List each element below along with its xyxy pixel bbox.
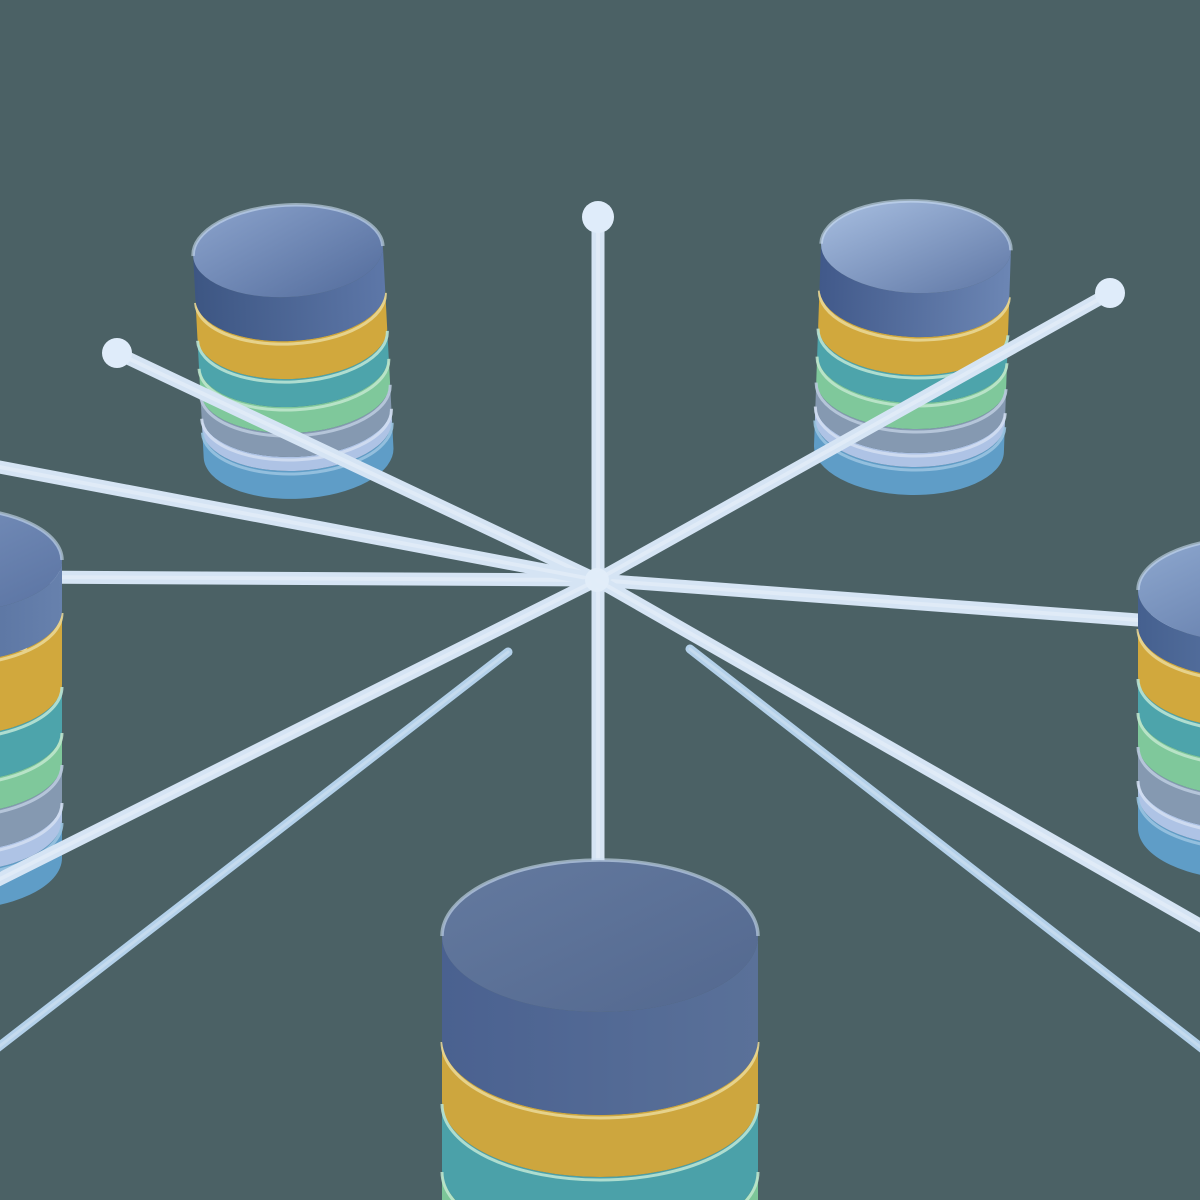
db-node-top-right-cap-top [821, 200, 1011, 294]
db-node-right-partial-seam-0 [1136, 628, 1200, 678]
db-node-top-right-seam-0 [817, 290, 1011, 342]
connection-endpoints [102, 201, 1125, 592]
connection-core-line-up-right [595, 291, 1112, 582]
db-node-left-partial-seam-3 [0, 764, 64, 814]
endpoint-upper-left [102, 338, 132, 368]
db-node-top-right-band-5 [814, 417, 1005, 495]
connections-front [0, 213, 1200, 1053]
db-node-top-left [191, 203, 394, 499]
db-node-top-left-seam-0 [194, 292, 387, 346]
db-node-bottom-center-cap-top [442, 860, 758, 1012]
db-node-bottom-center-band-0 [442, 1039, 758, 1177]
db-node-left-partial-seam-2 [0, 732, 64, 782]
db-node-right-partial-seam-2 [1136, 712, 1200, 762]
db-node-top-left-cap-rim [191, 203, 385, 257]
db-node-left-partial-cap-rim [0, 511, 64, 561]
db-node-bottom-center-cap-rim [440, 858, 760, 937]
db-node-top-left-seam-5 [200, 422, 394, 476]
db-node-right-partial [1136, 541, 1200, 875]
db-node-left-partial-band-1 [0, 684, 62, 777]
db-node-top-left-band-1 [197, 327, 389, 408]
db-node-top-right-cap-side [819, 243, 1011, 338]
endpoint-top [582, 201, 614, 233]
db-node-right-partial-seam-5 [1136, 796, 1200, 846]
connection-core-line-left-down [0, 465, 599, 582]
db-node-top-left-band-5 [202, 419, 394, 499]
db-node-top-right-seam-3 [814, 382, 1008, 434]
db-node-top-left-band-3 [200, 381, 392, 457]
connection-core-line-down-left [0, 578, 599, 882]
db-node-right-partial-cap-top [1138, 543, 1200, 637]
db-node-top-right-seam-4 [813, 406, 1007, 458]
db-node-left-partial-band-4 [0, 800, 62, 867]
connections-behind [8, 570, 1199, 892]
db-node-left-partial-seam-4 [0, 802, 64, 852]
db-node-top-right-band-2 [816, 353, 1008, 429]
db-node-right-partial-cap-rim [1136, 541, 1200, 591]
endpoint-upper-right [1095, 278, 1125, 308]
connection-core-stub-down-left [0, 650, 510, 1048]
db-node-top-right-band-0 [818, 287, 1010, 376]
db-node-top-right [813, 199, 1013, 495]
hub-point [585, 568, 609, 592]
db-node-left-partial-seam-5 [0, 822, 64, 872]
db-node-bottom-center [440, 858, 760, 1200]
db-node-right-partial-seam-1 [1136, 678, 1200, 728]
db-node-top-right-cap-rim [819, 199, 1013, 251]
db-node-bottom-center-cap-side [442, 936, 758, 1115]
db-node-top-left-cap-top [193, 204, 383, 298]
db-node-left-partial-seam-0 [0, 612, 64, 662]
db-node-right-partial-seam-4 [1136, 780, 1200, 830]
db-node-left-partial-band-3 [0, 762, 62, 847]
db-node-left-partial-cap-side [0, 560, 62, 657]
db-node-bottom-center-band-1 [442, 1101, 758, 1200]
connection-core-stub-down-right [688, 647, 1200, 1049]
db-node-right-partial-cap-side [1138, 590, 1200, 673]
db-node-right-partial-band-0 [1138, 626, 1200, 723]
db-node-right-partial-seam-3 [1136, 746, 1200, 796]
db-node-top-left-cap-side [193, 246, 386, 342]
db-node-left-partial-seam-1 [0, 686, 64, 736]
db-node-top-left-seam-4 [200, 408, 393, 462]
db-node-bottom-center-seam-1 [440, 1103, 760, 1182]
db-node-left-partial [0, 511, 64, 905]
db-node-bottom-center-seam-0 [440, 1041, 760, 1120]
db-node-top-left-seam-1 [196, 330, 389, 384]
connection-core-line-left-flat [13, 575, 599, 582]
connection-core-line-down-right [595, 578, 1200, 928]
db-node-left-partial-cap-top [0, 513, 62, 607]
connection-core-line-up-left [115, 351, 599, 582]
connection-core-line-right-flat [595, 578, 1194, 626]
db-node-top-right-seam-5 [813, 420, 1007, 472]
database-nodes [0, 199, 1200, 1200]
db-node-top-left-band-0 [195, 289, 388, 380]
db-node-top-left-seam-2 [197, 358, 391, 412]
